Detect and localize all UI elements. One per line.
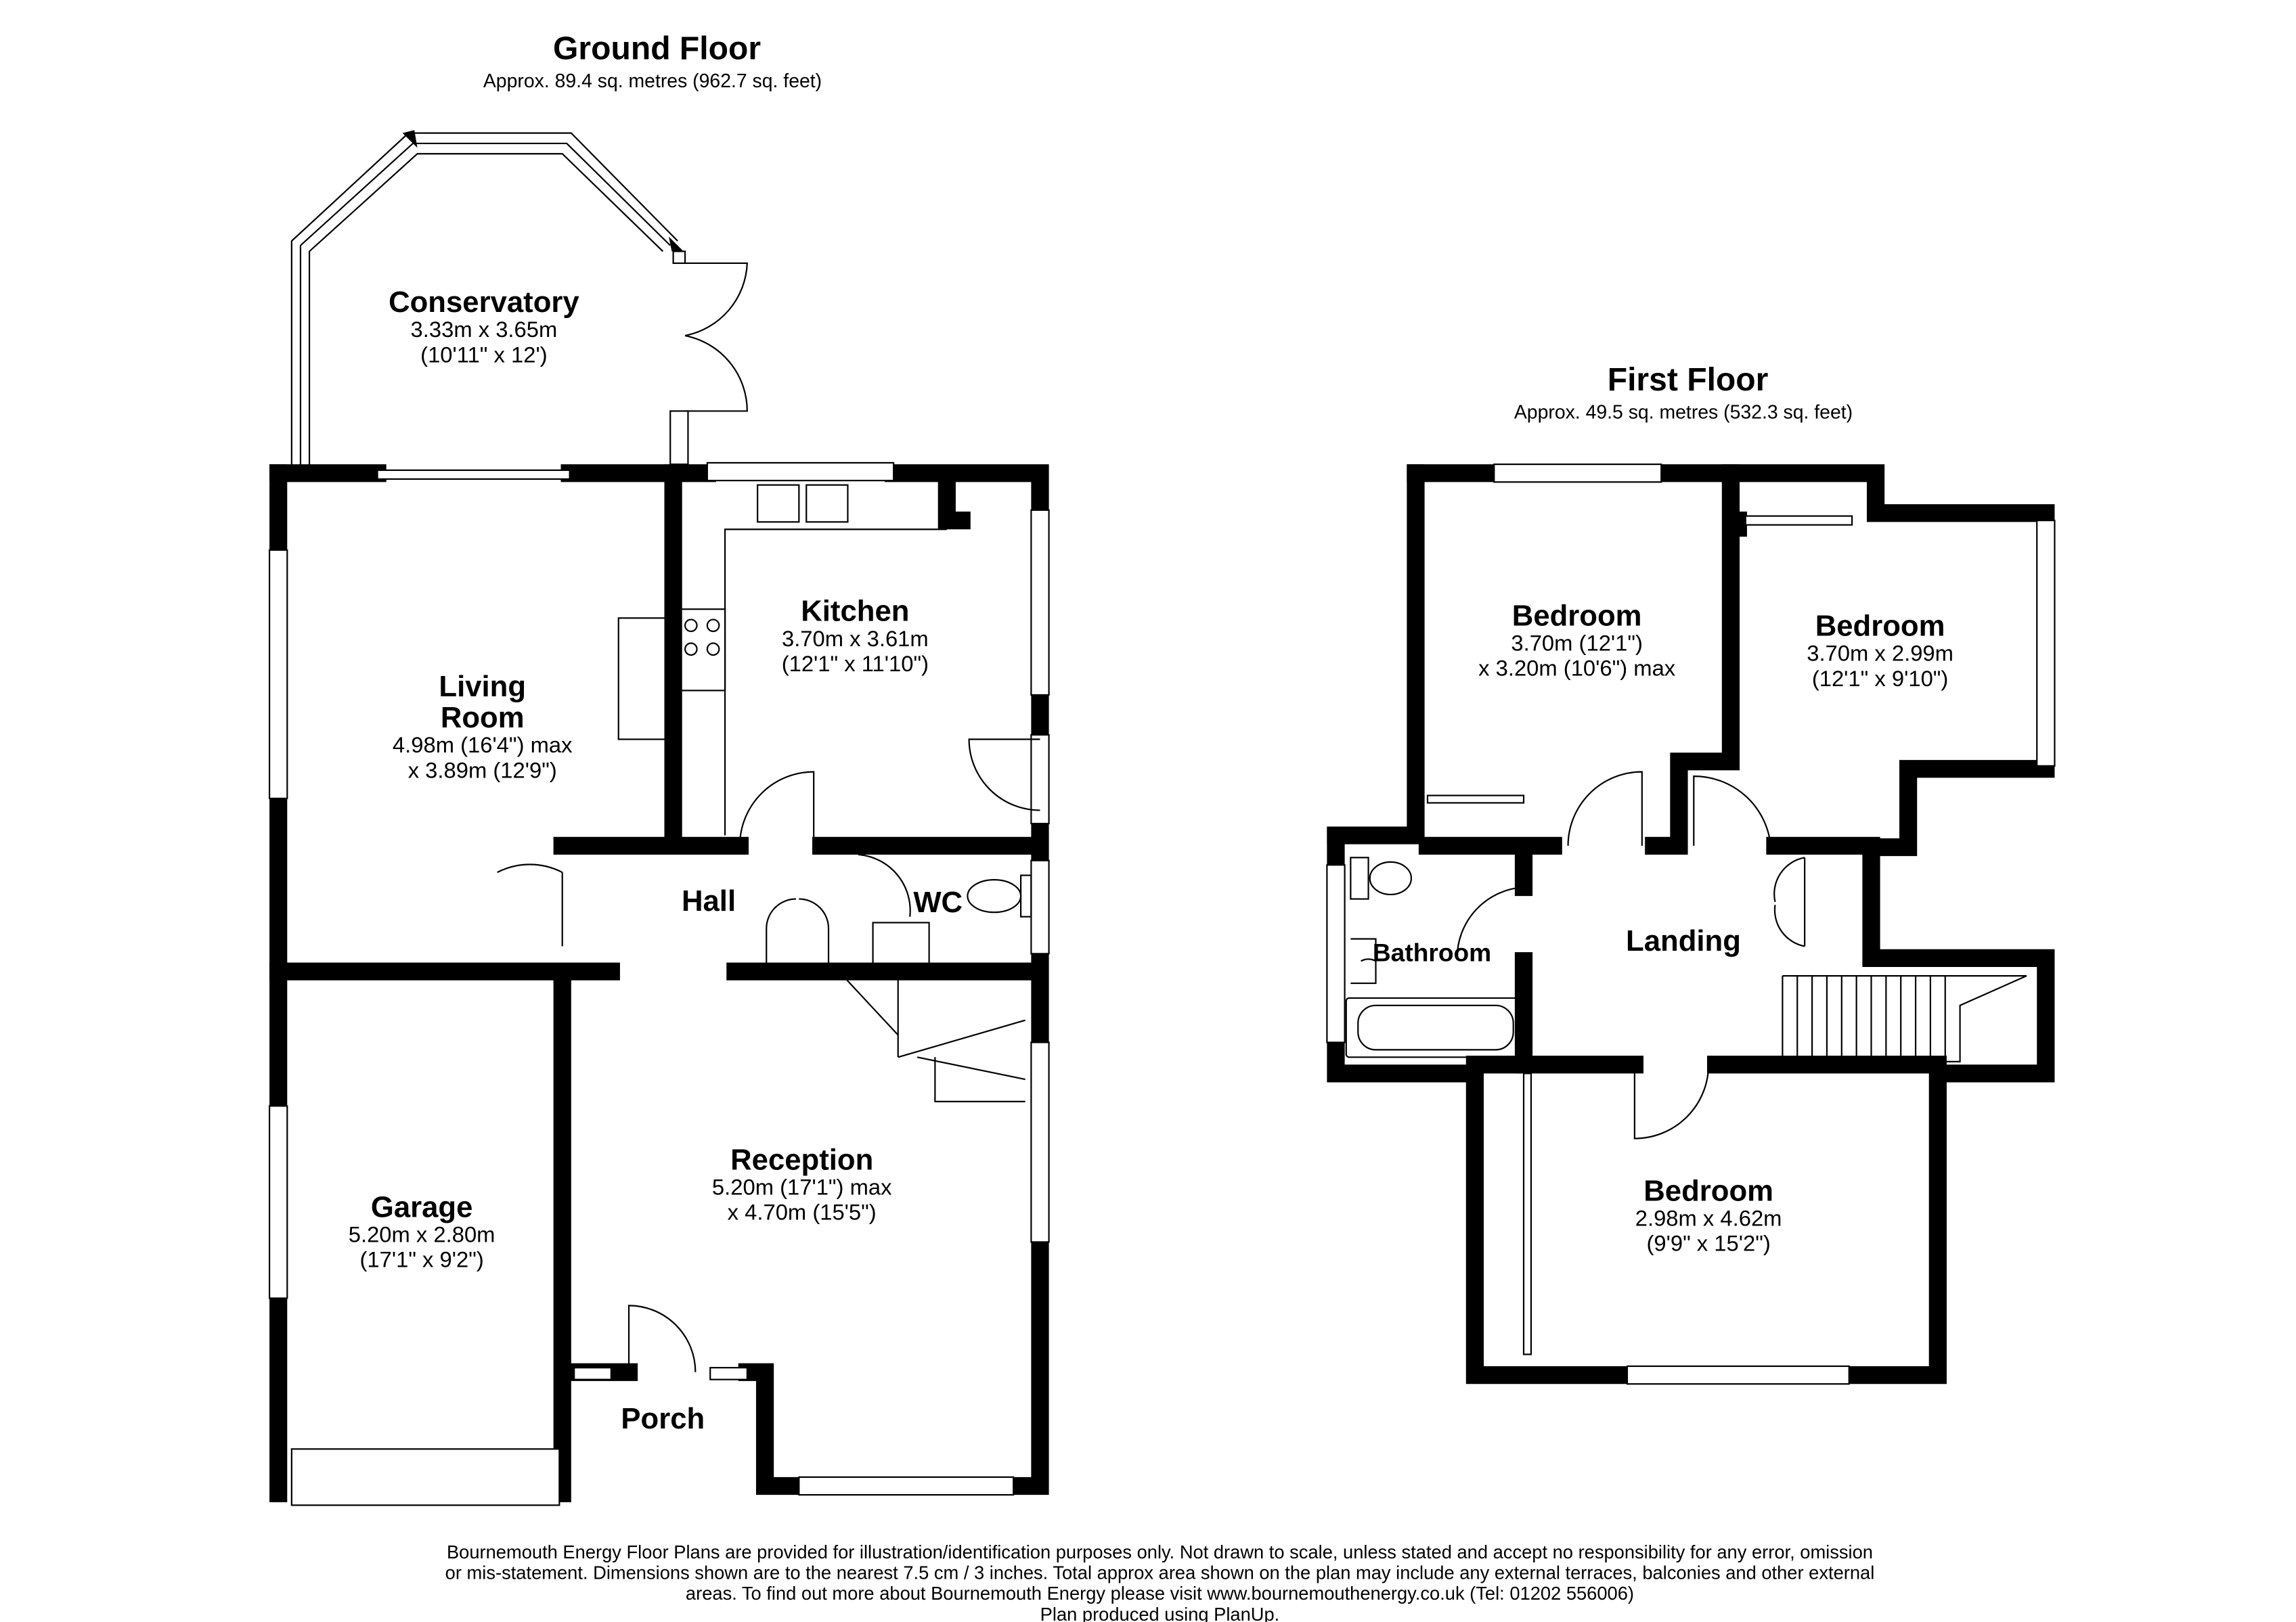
svg-text:3.70m (12'1"): 3.70m (12'1"): [1511, 630, 1643, 655]
room-conservatory: Conservatory 3.33m x 3.65m (10'11" x 12'…: [389, 286, 579, 367]
room-bathroom: Bathroom: [1373, 938, 1491, 966]
first-floor-labels: Bedroom 3.70m (12'1") x 3.20m (10'6") ma…: [1373, 599, 1953, 1255]
room-wc: WC: [913, 886, 963, 919]
svg-text:Reception: Reception: [730, 1143, 873, 1176]
ground-floor-walls: [269, 464, 1049, 1503]
svg-text:3.70m x 2.99m: 3.70m x 2.99m: [1807, 641, 1953, 666]
svg-text:(17'1" x 9'2"): (17'1" x 9'2"): [359, 1247, 483, 1272]
room-bedroom-2: Bedroom 3.70m x 2.99m (12'1" x 9'10"): [1807, 610, 1953, 691]
svg-text:2.98m x 4.62m: 2.98m x 4.62m: [1635, 1205, 1782, 1230]
ground-floor-fixtures: [497, 484, 1040, 1372]
first-floor-fixtures: [1345, 771, 2027, 1140]
ground-floor-labels: Conservatory 3.33m x 3.65m (10'11" x 12'…: [349, 286, 963, 1435]
room-garage: Garage 5.20m x 2.80m (17'1" x 9'2"): [349, 1190, 495, 1271]
svg-text:(9'9" x 15'2"): (9'9" x 15'2"): [1646, 1231, 1770, 1256]
svg-text:3.33m x 3.65m: 3.33m x 3.65m: [411, 317, 558, 342]
ground-floor-title: Ground Floor: [553, 30, 761, 66]
room-hall: Hall: [682, 884, 736, 918]
first-floor-windows: [1326, 464, 2056, 1385]
first-floor-area: Approx. 49.5 sq. metres (532.3 sq. feet): [1514, 401, 1853, 423]
svg-text:Plan produced using PlanUp.: Plan produced using PlanUp.: [1040, 1604, 1280, 1622]
room-bedroom-1: Bedroom 3.70m (12'1") x 3.20m (10'6") ma…: [1478, 599, 1676, 680]
svg-text:3.70m x 3.61m: 3.70m x 3.61m: [782, 626, 929, 651]
svg-text:Room: Room: [441, 701, 525, 734]
conservatory-glazing: [290, 130, 748, 470]
svg-text:x 3.20m (10'6") max: x 3.20m (10'6") max: [1478, 656, 1676, 681]
svg-text:x 3.89m (12'9"): x 3.89m (12'9"): [408, 757, 557, 782]
svg-text:Bedroom: Bedroom: [1512, 599, 1642, 632]
svg-text:Bedroom: Bedroom: [1815, 610, 1945, 643]
svg-text:Conservatory: Conservatory: [389, 286, 579, 319]
svg-text:Kitchen: Kitchen: [801, 595, 909, 628]
svg-text:areas. To find out more about: areas. To find out more about Bournemout…: [686, 1583, 1634, 1604]
room-porch: Porch: [621, 1402, 705, 1435]
ground-floor-plan: Ground Floor Approx. 89.4 sq. metres (96…: [268, 30, 1050, 1506]
first-floor-title: First Floor: [1608, 361, 1769, 398]
room-living-room: Living Room 4.98m (16'4") max x 3.89m (1…: [393, 670, 573, 782]
svg-text:Garage: Garage: [371, 1190, 473, 1223]
first-floor-plan: First Floor Approx. 49.5 sq. metres (532…: [1326, 361, 2056, 1385]
svg-text:(12'1" x 11'10"): (12'1" x 11'10"): [782, 651, 929, 676]
svg-text:4.98m (16'4") max: 4.98m (16'4") max: [393, 732, 573, 757]
room-kitchen: Kitchen 3.70m x 3.61m (12'1" x 11'10"): [782, 595, 929, 676]
svg-text:(10'11" x 12'): (10'11" x 12'): [420, 342, 547, 367]
ground-floor-area: Approx. 89.4 sq. metres (962.7 sq. feet): [483, 70, 822, 92]
room-reception: Reception 5.20m (17'1") max x 4.70m (15'…: [712, 1143, 892, 1224]
svg-text:(12'1" x 9'10"): (12'1" x 9'10"): [1812, 666, 1949, 691]
svg-text:5.20m (17'1") max: 5.20m (17'1") max: [712, 1175, 892, 1200]
room-landing: Landing: [1626, 924, 1741, 958]
svg-text:Bournemouth Energy Floor Plans: Bournemouth Energy Floor Plans are provi…: [447, 1541, 1873, 1562]
ground-floor-windows: [268, 461, 1050, 1506]
first-floor-walls: [1327, 464, 2055, 1384]
svg-text:5.20m x 2.80m: 5.20m x 2.80m: [349, 1221, 495, 1246]
svg-text:x 4.70m (15'5"): x 4.70m (15'5"): [728, 1200, 877, 1225]
disclaimer-footer: Bournemouth Energy Floor Plans are provi…: [445, 1541, 1875, 1622]
room-bedroom-3: Bedroom 2.98m x 4.62m (9'9" x 15'2"): [1635, 1174, 1782, 1255]
svg-text:Bedroom: Bedroom: [1643, 1174, 1773, 1207]
svg-text:or mis-statement. Dimensions s: or mis-statement. Dimensions shown are t…: [445, 1562, 1875, 1583]
svg-text:Living: Living: [439, 670, 526, 703]
